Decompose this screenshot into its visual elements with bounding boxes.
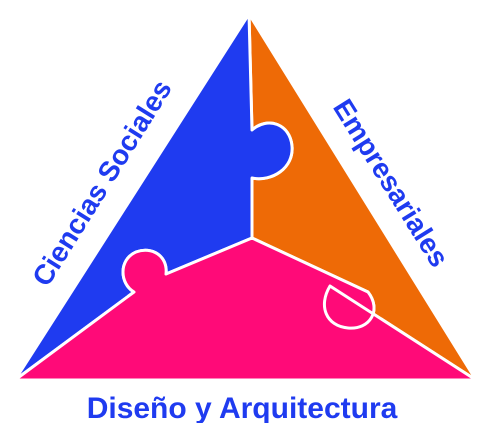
bottom-label: Diseño y Arquitectura <box>87 392 398 423</box>
bottom-puzzle-piece <box>13 236 477 382</box>
